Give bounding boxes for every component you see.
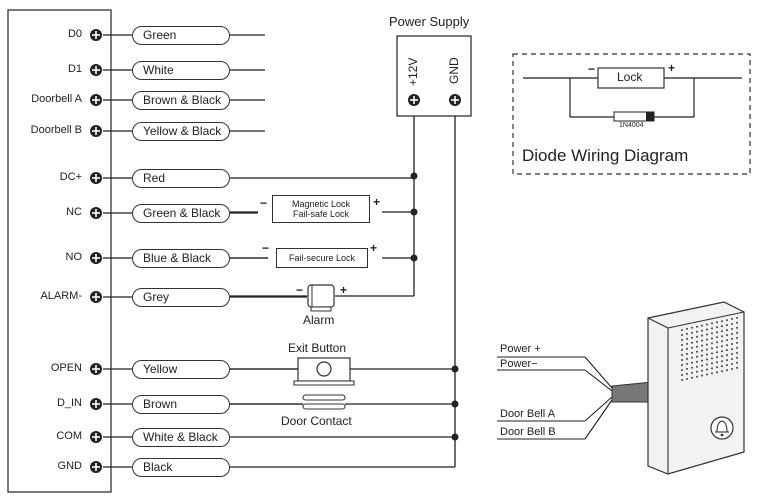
- diode-wiring-diagram: [512, 53, 751, 175]
- alarm-minus: −: [296, 283, 304, 297]
- bell-icon: [710, 416, 734, 440]
- failsecure-lock-minus: −: [262, 241, 270, 255]
- doorbell-wires: [497, 356, 653, 440]
- screw-terminal-icon: [90, 252, 102, 264]
- alarm-plus: +: [340, 283, 348, 297]
- screw-terminal-icon: [90, 398, 102, 410]
- power-pos-label: +12V: [406, 57, 420, 86]
- doorbell-wire-power-plus: Power +: [500, 343, 541, 355]
- terminal-label: NC: [66, 206, 82, 218]
- alarm-label: Alarm: [303, 313, 335, 327]
- magnetic-lock-minus: −: [260, 196, 268, 210]
- screw-terminal-icon: [90, 172, 102, 184]
- terminal-label: COM: [56, 430, 82, 442]
- wire-color-label: Red: [132, 168, 230, 188]
- power-neg-terminal-icon: [449, 94, 461, 106]
- screw-terminal-icon: [90, 207, 102, 219]
- terminal-label: Doorbell B: [30, 124, 82, 136]
- diode-minus-sign: −: [588, 62, 596, 76]
- screw-terminal-icon: [90, 291, 102, 303]
- doorbell-wire-bell-b: Door Bell B: [500, 426, 556, 438]
- exit-button-symbol: [293, 357, 355, 386]
- door-contact-label: Door Contact: [281, 414, 352, 428]
- screw-terminal-icon: [90, 94, 102, 106]
- terminal-label: NO: [65, 251, 83, 263]
- alarm-symbol: [307, 284, 335, 312]
- power-pos-terminal-icon: [408, 94, 420, 106]
- screw-terminal-icon: [90, 363, 102, 375]
- terminal-label: OPEN: [50, 362, 82, 374]
- diode-cathode-band: [646, 112, 654, 121]
- screw-terminal-icon: [90, 29, 102, 41]
- screw-terminal-icon: [90, 461, 102, 473]
- diode-plus-sign: +: [668, 61, 676, 75]
- wire-color-label: Grey: [132, 287, 230, 307]
- failsecure-lock-label: Fail-secure Lock: [288, 253, 356, 263]
- wire-color-label: White: [132, 60, 230, 80]
- wire-color-label: Brown & Black: [132, 90, 230, 110]
- terminal-label: GND: [57, 460, 82, 472]
- doorbell-wire-power-minus: Power−: [500, 358, 538, 370]
- screw-terminal-icon: [90, 431, 102, 443]
- terminal-label: D_IN: [56, 397, 82, 409]
- diode-diagram-title: Diode Wiring Diagram: [522, 146, 689, 165]
- doorbell-unit: [647, 301, 745, 475]
- wire-color-label: Yellow & Black: [132, 121, 230, 141]
- terminal-label: D1: [67, 63, 82, 75]
- screw-terminal-icon: [90, 125, 102, 137]
- terminal-label: Doorbell A: [31, 93, 82, 105]
- controller-body: [7, 9, 112, 493]
- diode-lock-label: Lock: [617, 70, 643, 84]
- wire-color-label: Blue & Black: [132, 248, 230, 268]
- terminal-label: ALARM-: [40, 290, 82, 302]
- magnetic-lock-line2: Fail-safe Lock: [292, 209, 350, 219]
- exit-button-label: Exit Button: [288, 341, 347, 355]
- doorbell-speaker-grille: [681, 316, 738, 381]
- wire-color-label: White & Black: [132, 427, 230, 447]
- diode-part-label: 1N4004: [619, 122, 644, 129]
- diode-diagram-frame: [512, 53, 751, 175]
- wire-color-label: Black: [132, 457, 230, 477]
- diode-lock-box: [597, 67, 665, 89]
- magnetic-lock-plus: +: [373, 195, 381, 209]
- terminal-label: D0: [67, 28, 82, 40]
- terminal-label: DC+: [59, 171, 82, 183]
- power-supply: [396, 35, 472, 467]
- power-neg-label: GND: [447, 57, 461, 84]
- wire-color-label: Green: [132, 25, 230, 45]
- power-supply-title: Power Supply: [389, 14, 470, 29]
- failsecure-lock-box: Fail-secure Lock: [276, 248, 368, 268]
- magnetic-lock-box: Magnetic Lock Fail-safe Lock: [272, 195, 370, 223]
- wire-color-label: Green & Black: [132, 203, 230, 223]
- magnetic-lock-line1: Magnetic Lock: [291, 199, 351, 209]
- wire-color-label: Brown: [132, 394, 230, 414]
- failsecure-lock-plus: +: [370, 241, 378, 255]
- screw-terminal-icon: [90, 64, 102, 76]
- doorbell-wire-bell-a: Door Bell A: [500, 408, 556, 420]
- door-contact-symbol: [302, 394, 346, 410]
- wire-color-label: Yellow: [132, 359, 230, 379]
